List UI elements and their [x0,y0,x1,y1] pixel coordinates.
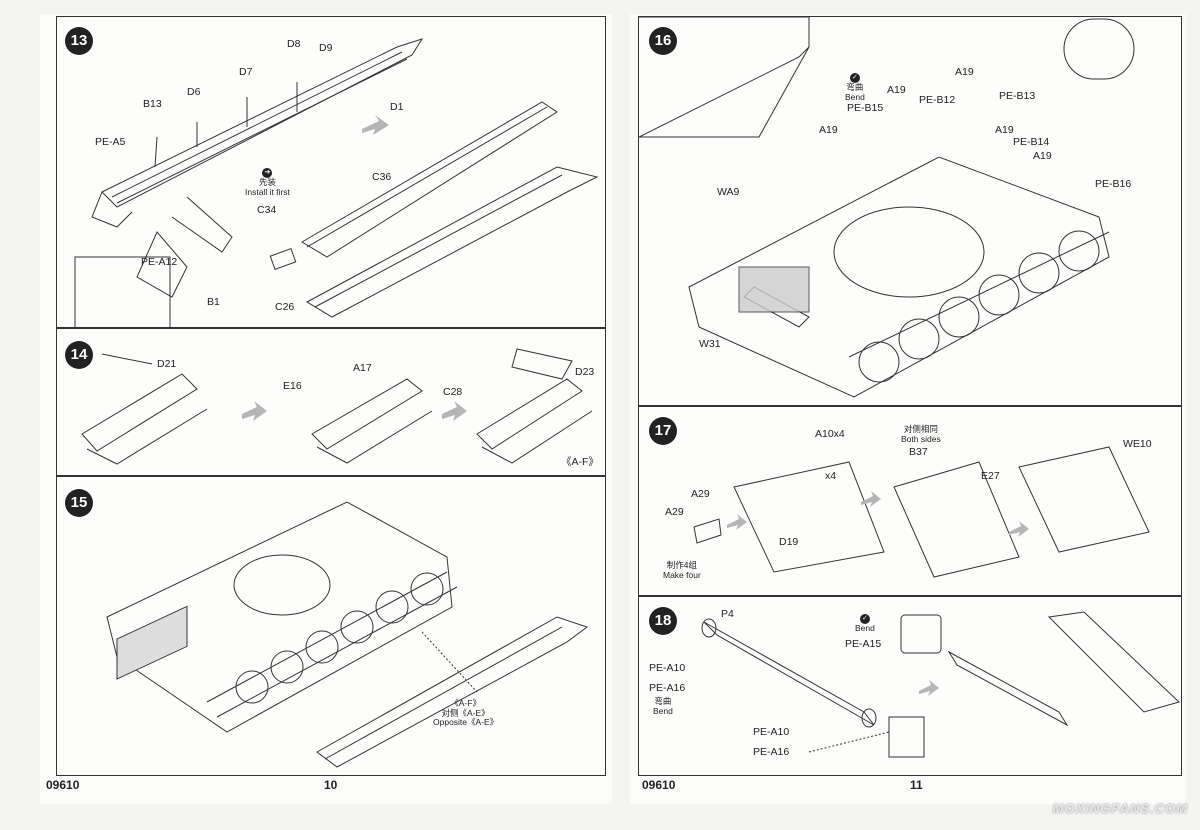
part-label-w31: W31 [699,338,721,350]
part-label-a10x4: A10x4 [815,428,845,440]
both-sides-zh: 对侧相同 [903,424,938,434]
part-label-pe-b13: PE-B13 [999,90,1036,102]
part-label-a19: A19 [955,66,974,78]
step-15-ref: 《A-F》 [450,698,481,708]
part-label-a29: A29 [691,488,710,500]
watermark: MOXINGFANS.COM [1052,801,1188,816]
check-icon: ➔ [262,168,273,178]
step-13-illustration [74,38,599,327]
step-18-panel: 18 P4 ✓ Bend PE-A15 PE-A10 PE-A16 弯曲 Ben… [638,596,1182,776]
part-label-we10: WE10 [1123,438,1152,450]
step-17-illustration [693,446,1150,578]
part-label-c28: C28 [443,386,463,398]
part-label-pe-b12: PE-B12 [919,94,956,106]
step-15-opposite-en: Opposite《A-E》 [433,717,499,727]
check-icon: ✓ [859,614,870,624]
part-label-x4: x4 [825,470,837,482]
part-label-c26: C26 [275,301,295,313]
step-14-ref: 《A-F》 [561,456,599,468]
part-label-a19: A19 [1033,150,1052,162]
part-label-pe-b15: PE-B15 [847,102,884,114]
part-label-p4: P4 [721,608,734,620]
part-label-b37: B37 [909,446,928,458]
bend-note-left: 弯曲 Bend [653,696,673,716]
part-label-d19: D19 [779,536,799,548]
step-16-number: 16 [649,27,677,55]
part-label-d21: D21 [157,358,177,370]
both-sides-en: Both sides [901,433,941,444]
step-15-panel: 15 《A-F》 对侧《A-E》 Opposite《A-E》 [56,476,606,776]
part-label-d8: D8 [287,38,301,50]
step-17-number: 17 [649,417,677,445]
step-15-number: 15 [65,489,93,517]
step-15-note: 《A-F》 对侧《A-E》 Opposite《A-E》 [433,698,499,728]
step-18-illustration [701,611,1180,758]
step-15-illustration [106,501,589,768]
step-18-number: 18 [649,607,677,635]
part-label-pe-a5: PE-A5 [95,136,126,148]
part-label-wa9: WA9 [717,186,740,198]
part-label-d23: D23 [575,366,595,378]
bend-en-18a: Bend [855,623,875,633]
make-four-note: 制作4组 Make four [663,560,701,580]
part-label-pe-a10: PE-A10 [649,662,686,674]
part-label-a17: A17 [353,362,372,374]
right-catalog-number: 09610 [642,778,676,792]
step-16-panel: 16 ✓ 弯曲 Bend PE-B15 A19 PE-B12 A19 [638,16,1182,406]
step-15-opposite-zh: 对侧《A-E》 [441,707,490,718]
bend-note-pe-b15: ✓ 弯曲 Bend [845,72,865,102]
part-label-d7: D7 [239,66,253,78]
install-first-en: Install it first [245,186,290,197]
step-14-number: 14 [65,341,93,369]
part-label-pe-a15: PE-A15 [845,638,882,650]
bend-en: Bend [845,91,865,102]
step-17-panel: 17 A10x4 x4 A29 A29 D19 对侧相同 Both sides … [638,406,1182,596]
part-label-a19: A19 [995,124,1014,136]
step-13-number: 13 [65,27,93,55]
both-sides-note: 对侧相同 Both sides [901,424,941,444]
left-page: 13 D8 D [40,14,612,804]
part-label-b13: B13 [143,98,162,110]
bend-zh: 弯曲 [846,82,864,92]
step-14-illustration [81,348,593,465]
install-first-zh: 先装 [258,177,276,187]
part-label-pe-a12: PE-A12 [141,256,178,268]
part-label-a29: A29 [665,506,684,518]
step-13-panel: 13 D8 D [56,16,606,328]
bend-en-18: Bend [653,705,673,716]
part-label-c34: C34 [257,204,277,216]
left-page-number: 10 [324,778,338,792]
part-label-pe-a16: PE-A16 [649,682,686,694]
part-label-pe-b16: PE-B16 [1095,178,1132,190]
part-label-pe-a16: PE-A16 [753,746,790,758]
step-16-illustration [639,17,1135,398]
part-label-a19: A19 [819,124,838,136]
part-label-b1: B1 [207,296,220,308]
install-first-note: ➔ 先装 Install it first [245,167,290,197]
bend-note-pe-a15: ✓ Bend [855,613,875,634]
part-label-d6: D6 [187,86,201,98]
part-label-e27: E27 [981,470,1000,482]
part-label-c36: C36 [372,171,392,183]
left-catalog-number: 09610 [46,778,80,792]
part-label-e16: E16 [283,380,302,392]
bend-zh-18: 弯曲 [654,696,672,706]
right-page-number: 11 [910,778,923,792]
part-label-a19: A19 [887,84,906,96]
make-four-en: Make four [663,569,701,580]
make-four-zh: 制作4组 [666,560,698,570]
part-label-d1: D1 [390,101,404,113]
part-label-d9: D9 [319,42,333,54]
part-label-pe-b14: PE-B14 [1013,136,1050,148]
step-14-panel: 14 D21 E16 A17 C28 D23 《A-F》 [56,328,606,476]
right-page: 16 ✓ 弯曲 Bend PE-B15 A19 PE-B12 A19 [630,14,1186,804]
check-icon: ✓ [849,73,860,83]
part-label-pe-a10: PE-A10 [753,726,790,738]
